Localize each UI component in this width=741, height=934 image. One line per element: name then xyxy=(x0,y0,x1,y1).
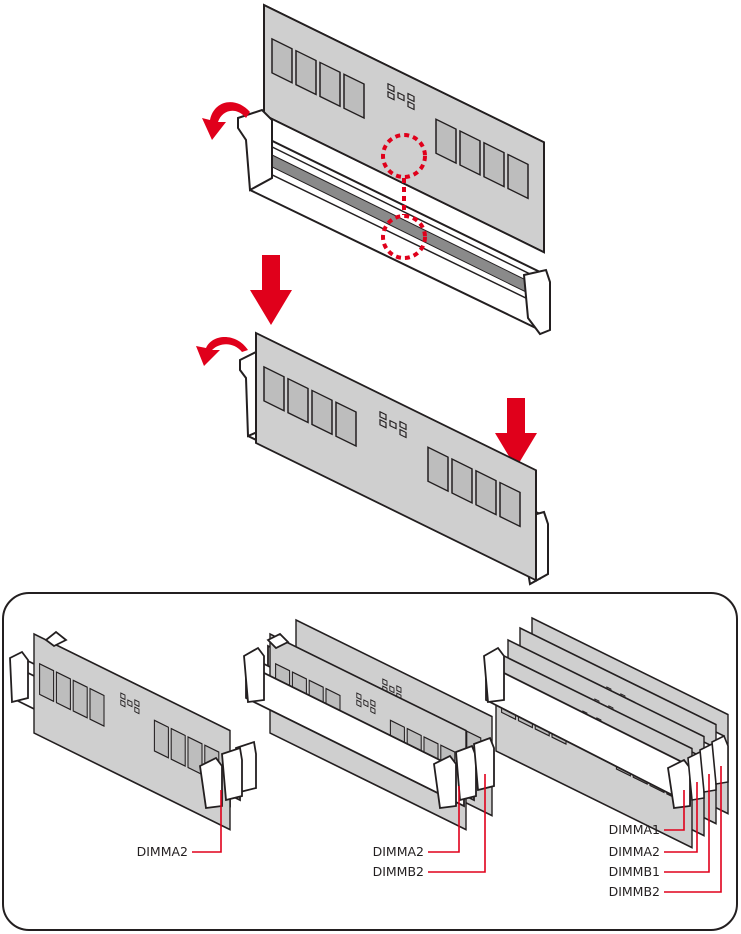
label-config2-dimma2: DIMMA2 xyxy=(373,844,424,859)
label-config3-dimma2: DIMMA2 xyxy=(609,844,660,859)
down-arrow-left-icon xyxy=(250,255,292,325)
label-config3-dimmb1: DIMMB1 xyxy=(609,864,660,879)
step2-memory-module xyxy=(256,333,536,580)
label-config2-dimmb2: DIMMB2 xyxy=(373,864,424,879)
label-config3-dimma1: DIMMA1 xyxy=(609,822,660,837)
label-config3-dimmb2: DIMMB2 xyxy=(609,884,660,899)
label-config1-dimma2: DIMMA2 xyxy=(137,844,188,859)
